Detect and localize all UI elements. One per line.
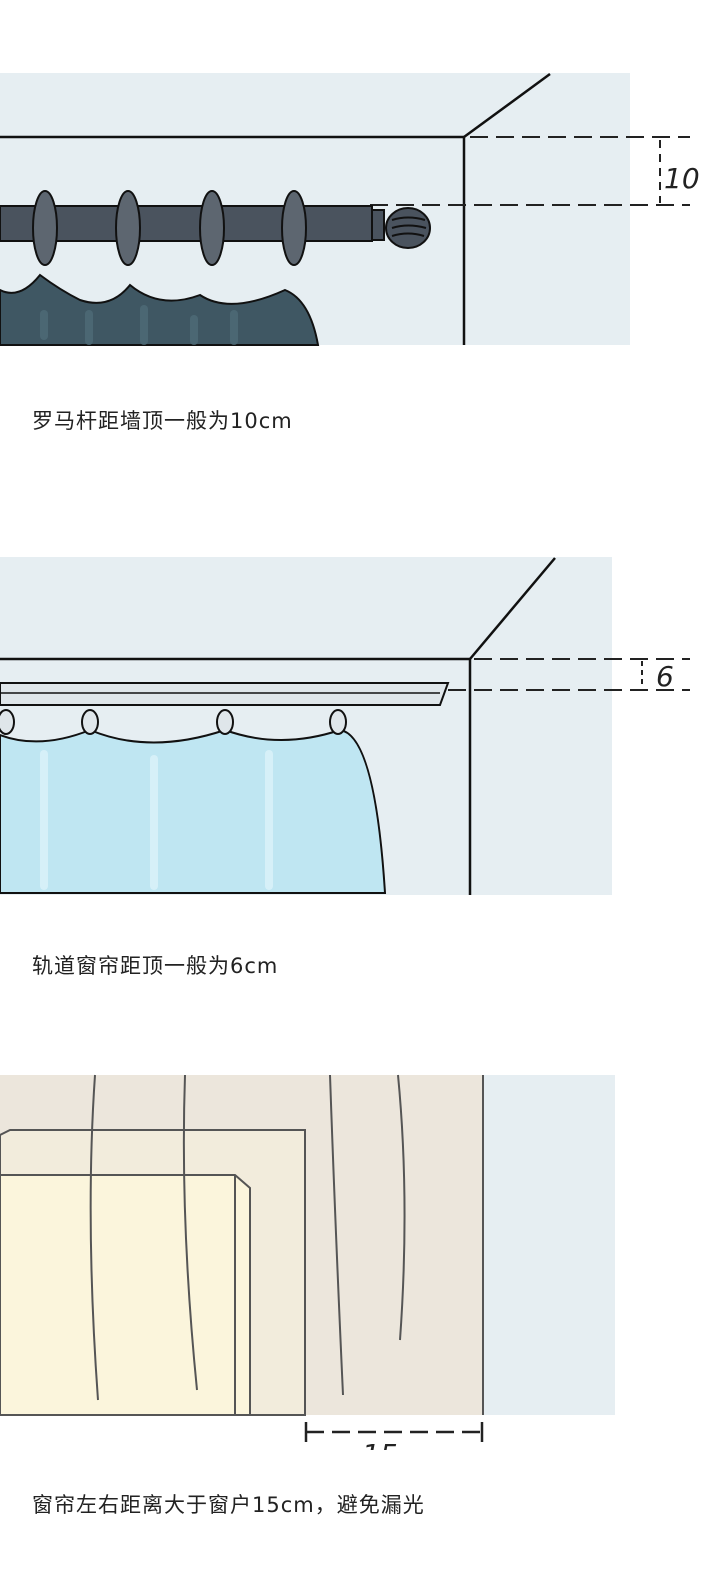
roman-rod-illustration: 10	[0, 72, 700, 346]
rod-rings	[32, 190, 307, 266]
light-curtain	[0, 728, 387, 894]
caption-roman-rod: 罗马杆距墙顶一般为10cm	[32, 409, 293, 433]
curtain-folds	[89, 1074, 406, 1401]
curtain-track	[0, 682, 450, 706]
dimension-label-15: 15	[362, 1438, 398, 1450]
dimension-label-10: 10	[664, 162, 700, 195]
window	[0, 1174, 251, 1416]
dimension-lines	[370, 136, 690, 206]
track-curtain-illustration: 6	[0, 557, 690, 895]
caption-track: 轨道窗帘距顶一般为6cm	[32, 954, 279, 978]
dimension-label-6: 6	[656, 660, 674, 693]
rod-finial	[371, 207, 431, 249]
side-overlap-illustration: 15	[0, 1074, 615, 1450]
dark-curtain	[0, 273, 320, 346]
track-hooks	[0, 709, 347, 735]
caption-side-overlap: 窗帘左右距离大于窗户15cm，避免漏光	[32, 1493, 425, 1517]
